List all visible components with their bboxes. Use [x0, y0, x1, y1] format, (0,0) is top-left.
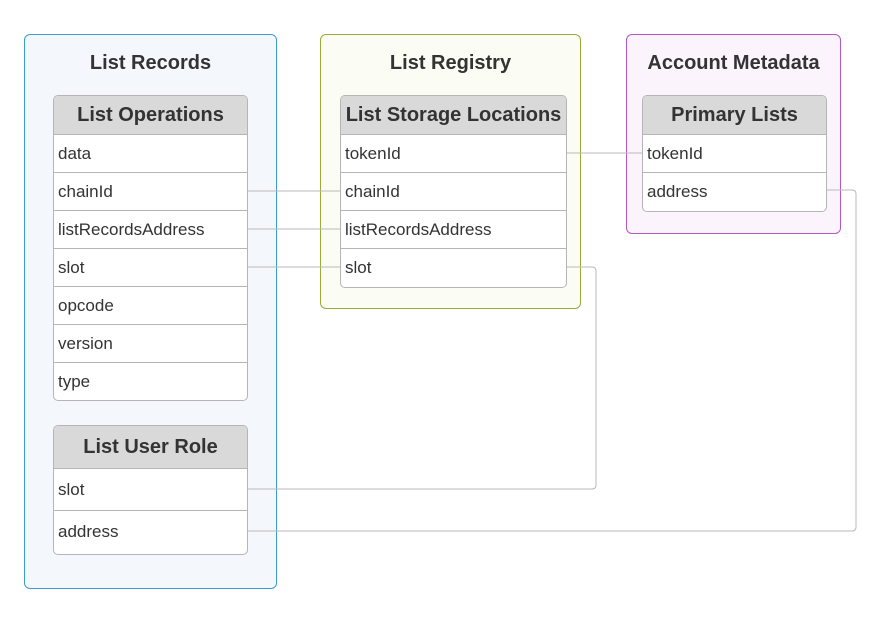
group-title-list-registry: List Registry [389, 52, 512, 74]
field-chainid[interactable]: chainId [341, 173, 566, 211]
field-version[interactable]: version [54, 325, 247, 363]
table-header-list-operations: List Operations [54, 96, 247, 135]
field-chainid[interactable]: chainId [54, 173, 247, 211]
group-title-account-metadata: Account Metadata [647, 52, 820, 74]
table-primary-lists[interactable]: Primary Lists tokenId address [642, 95, 827, 212]
group-title-list-records: List Records [89, 52, 212, 74]
field-address[interactable]: address [58, 522, 119, 541]
table-list-storage-locations[interactable]: List Storage Locations tokenId chainId l… [340, 95, 567, 288]
field-opcode[interactable]: opcode [54, 287, 247, 325]
field-data[interactable]: data [54, 135, 247, 173]
field-slot[interactable]: slot [54, 249, 247, 287]
field-listrecordsaddress[interactable]: listRecordsAddress [341, 211, 566, 249]
table-header-list-user-role: List User Role [54, 426, 247, 469]
table-list-user-role[interactable]: List User Role slot address [53, 425, 248, 555]
field-type[interactable]: type [58, 372, 91, 391]
field-tokenid[interactable]: tokenId [341, 135, 566, 173]
table-header-primary-lists: Primary Lists [643, 96, 826, 135]
field-address[interactable]: address [647, 182, 708, 201]
table-list-operations[interactable]: List Operations data chainId listRecords… [53, 95, 248, 401]
field-tokenid[interactable]: tokenId [643, 135, 826, 173]
field-slot[interactable]: slot [54, 469, 247, 511]
field-slot[interactable]: slot [345, 258, 372, 277]
field-listrecordsaddress[interactable]: listRecordsAddress [54, 211, 247, 249]
table-header-list-storage-locations: List Storage Locations [341, 96, 566, 135]
